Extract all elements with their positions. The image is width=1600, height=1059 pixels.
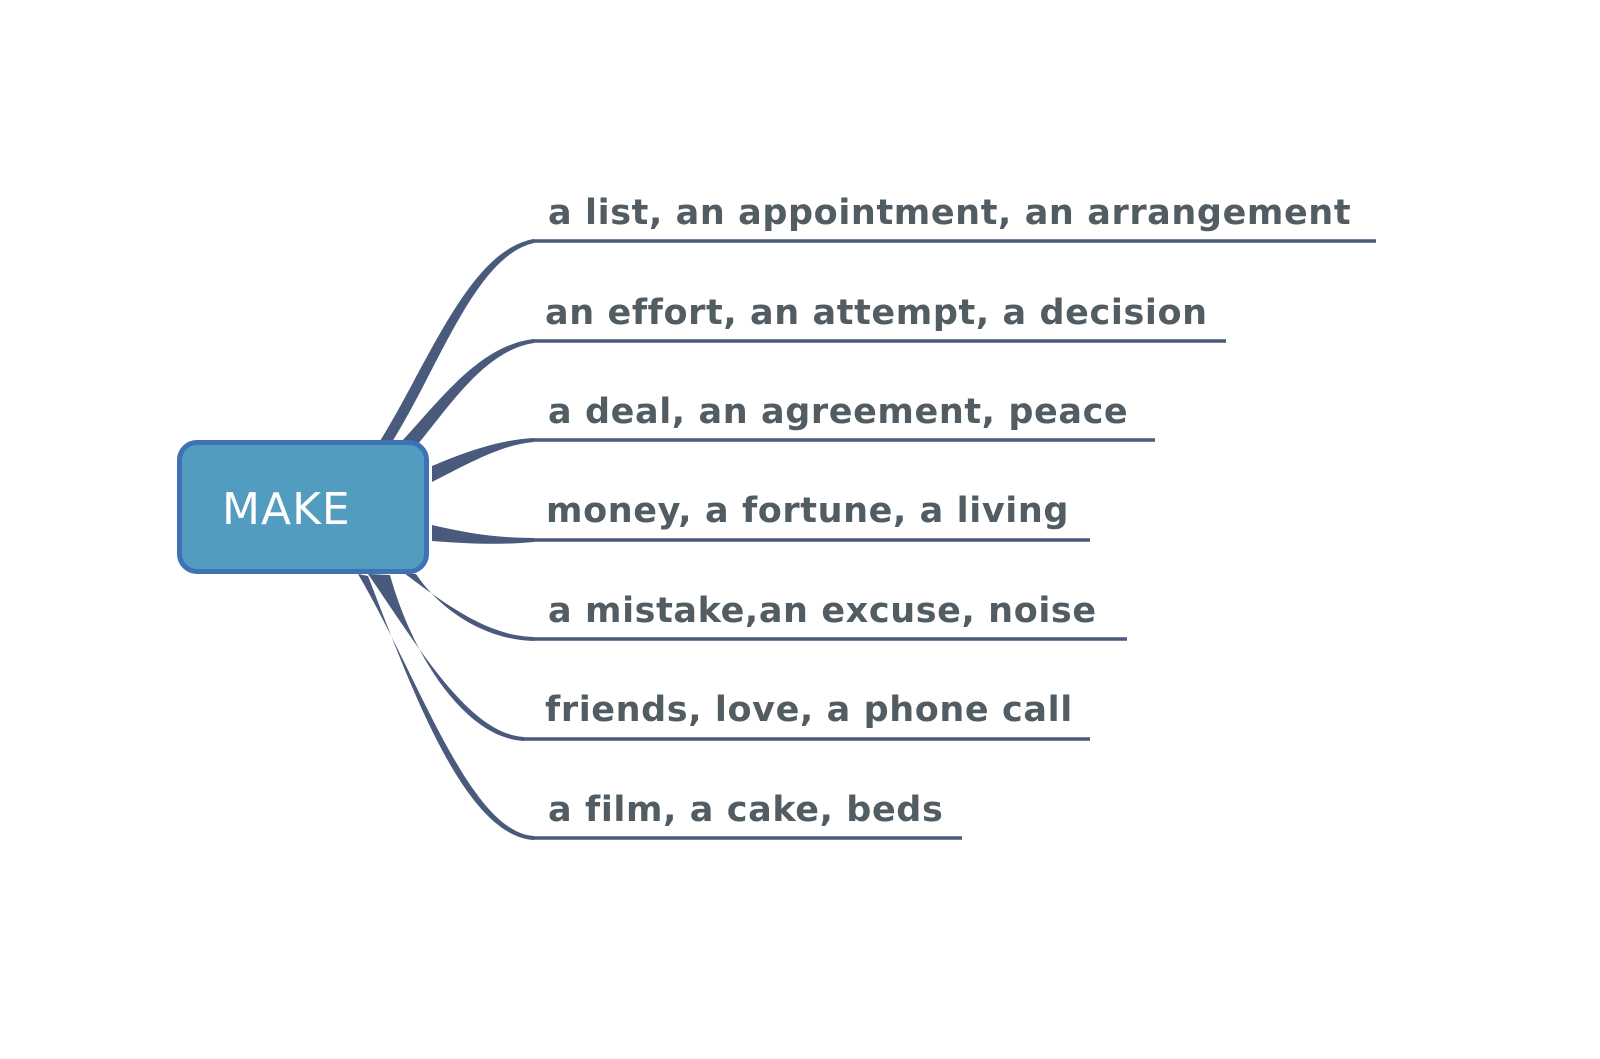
subtopic-5[interactable]: a mistake,an excuse, noise: [548, 591, 1097, 631]
central-topic-node[interactable]: MAKE: [177, 440, 429, 574]
subtopic-2[interactable]: an effort, an attempt, a decision: [545, 293, 1208, 333]
branch-connector-6: [368, 574, 524, 741]
subtopic-3[interactable]: a deal, an agreement, peace: [548, 392, 1129, 432]
subtopic-7[interactable]: a film, a cake, beds: [548, 790, 944, 830]
subtopic-1[interactable]: a list, an appointment, an arrangement: [548, 193, 1352, 233]
branch-connector-3: [432, 438, 534, 482]
branch-connector-4: [432, 525, 534, 544]
branch-connector-5: [404, 573, 534, 641]
central-topic-label: MAKE: [222, 484, 351, 535]
subtopic-6[interactable]: friends, love, a phone call: [545, 690, 1073, 730]
branch-connector-7: [358, 574, 534, 840]
branch-connector-2: [402, 339, 534, 444]
branch-connector-1: [380, 239, 534, 442]
subtopic-4[interactable]: money, a fortune, a living: [546, 491, 1070, 531]
